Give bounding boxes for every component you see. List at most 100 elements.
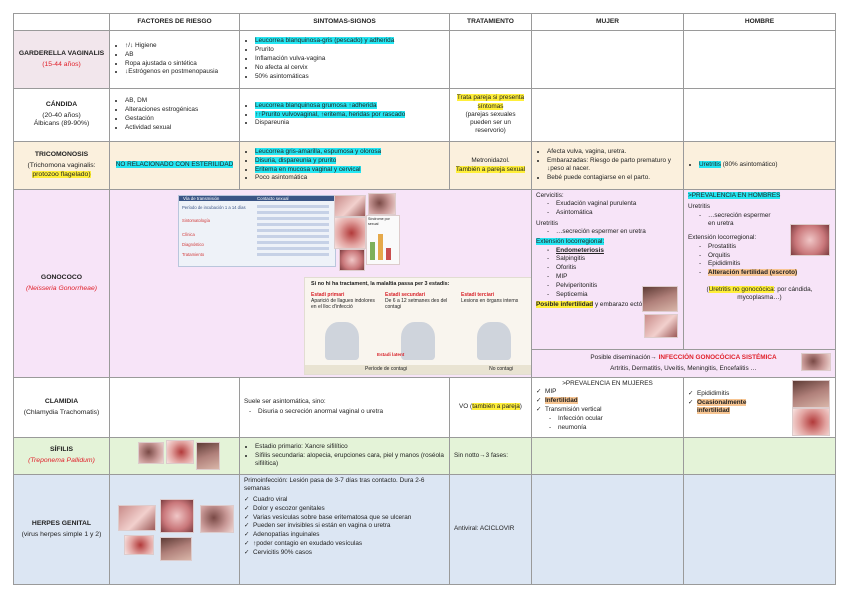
herpes-name-cell: HERPES GENITAL (virus herpes simple 1 y … xyxy=(13,474,110,585)
stage-1-title: Estadi primari xyxy=(311,292,345,298)
highlight-text: Posible infertilidad xyxy=(536,300,594,308)
info-table-row-1: Período de incubación 1 a 14 días xyxy=(182,205,246,210)
gonococo-dissemination-line: Posible diseminación→ INFECCIÓN GONOCÓCI… xyxy=(536,354,831,362)
gonococo-man-urethritis-list: …secreción espermer en uretra xyxy=(688,212,778,229)
list-item: neumonía xyxy=(558,424,679,432)
header-risk-factors: FACTORES DE RIESGO xyxy=(109,13,240,31)
sifilis-woman-cell xyxy=(531,437,684,475)
tricomonas-symptoms-list: Leucorrea gris-amarilla, espumosa y olor… xyxy=(244,147,445,183)
nongono-text: : por cándida, mycoplasma…) xyxy=(737,285,813,302)
list-item: Transmisión vertical xyxy=(545,406,679,414)
gardnerella-man-cell xyxy=(683,30,836,89)
list-item: ↑/↓ Higiene xyxy=(125,42,235,50)
herpes-treatment-cell: Antiviral: ACICLOVIR xyxy=(449,474,532,585)
list-item: AB, DM xyxy=(125,97,235,105)
clamidia-treatment-cell: VO (también a pareja) xyxy=(449,377,532,438)
list-item: ↑↑Prurito vulvovaginal, ↑eritema, herida… xyxy=(255,110,445,119)
list-item: …secreción espermer en uretra xyxy=(556,228,679,236)
header-woman: MUJER xyxy=(531,13,684,31)
gonococo-man-photo xyxy=(790,224,830,256)
tricomonas-risk-cell: NO RELACIONADO CON ESTERILIDAD xyxy=(109,141,240,190)
tricomonas-woman-cell: Afecta vulva, vagina, uretra. Embarazada… xyxy=(531,141,684,190)
list-item: Embarazadas: Riesgo de parto prematuro y… xyxy=(547,157,679,174)
herpes-woman-cell xyxy=(531,474,684,585)
herpes-photo-3 xyxy=(200,505,234,533)
highlight-text: >PREVALENCIA EN HOMBRES xyxy=(688,192,781,199)
highlight-text: Eritema en mucosa vaginal y cervical xyxy=(255,165,361,173)
list-item: Afecta vulva, vagina, uretra. xyxy=(547,148,679,156)
highlight-text: Uretritis xyxy=(699,161,722,169)
tricomonas-species-2: protozoo flagelado) xyxy=(32,170,91,178)
herpes-symptoms-cell: Primoinfección: Lesión pasa de 3-7 días … xyxy=(239,474,450,585)
gonococo-man-urethritis: Uretritis xyxy=(688,203,711,211)
infographic-timeline: Període de contagi No contagi xyxy=(305,365,531,374)
sifilis-man-cell xyxy=(683,437,836,475)
row-gonococo: GONOCOCO (Neisseria Gonorrheae) Vía de t… xyxy=(13,189,836,378)
gonococo-name: GONOCOCO xyxy=(40,273,83,281)
ectopic-text: y embarazo ectópico xyxy=(593,300,654,308)
clamidia-woman-title: >PREVALENCIA EN MUJERES xyxy=(562,380,653,387)
info-table-header-bar xyxy=(179,196,335,201)
highlight-text: Leucorrea gris-amarilla, espumosa y olor… xyxy=(255,147,382,155)
row-herpes: HERPES GENITAL (virus herpes simple 1 y … xyxy=(13,474,836,585)
tricomonas-treatment-1: Metronidazol. xyxy=(471,157,510,165)
highlight-text: Infertilidad xyxy=(545,397,578,405)
gonococo-media-area: Vía de transmisión Contacto sexual Perío… xyxy=(111,191,531,376)
syphilis-stages-infographic: Si no hi ha tractament, la malaltia pass… xyxy=(304,277,531,375)
gonococo-woman-photo-2 xyxy=(644,314,678,338)
list-item: Leucorrea blanquinosa-gris (pescado) y a… xyxy=(255,37,445,45)
gonococo-cervicitis-list: Exudación vaginal purulenta Asintomática xyxy=(536,200,679,217)
candida-risk-list: AB, DM Alteraciones estrogénicas Gestaci… xyxy=(114,97,235,132)
gonococo-woman-urethritis: Uretritis xyxy=(536,219,559,227)
dissemination-lead: Posible diseminación→ xyxy=(590,354,657,362)
timeline-not-contagious: No contagi xyxy=(489,366,513,372)
clamidia-man-list: Epididimitis Ocasionalmente infertilidad xyxy=(688,390,769,416)
info-table-lines xyxy=(257,205,329,259)
list-item: Dolor y escozor genitales xyxy=(253,505,445,513)
gonococo-name-cell: GONOCOCO (Neisseria Gonorrheae) xyxy=(13,189,110,378)
sifilis-symptoms-cell: Estadio primario: Xancre sifilítico Sífi… xyxy=(239,437,450,475)
list-item: Estadio primario: Xancre sifilítico xyxy=(255,443,445,451)
info-table-header-2: Contacto sexual xyxy=(257,196,289,201)
list-item: Varias vesículas sobre base eritematosa … xyxy=(253,514,445,522)
infographic-title: Si no hi ha tractament, la malaltia pass… xyxy=(311,281,450,287)
gardnerella-risk-list: ↑/↓ Higiene AB Ropa ajustada o sintética… xyxy=(114,42,235,77)
clamidia-risk-cell xyxy=(109,377,240,438)
sifilis-treatment-cell: Sin notto→3 fases: xyxy=(449,437,532,475)
sifilis-photo-1 xyxy=(138,442,164,464)
candida-man-cell xyxy=(683,88,836,142)
gonococo-photo-2 xyxy=(368,193,396,215)
tricomonas-risk: NO RELACIONADO CON ESTERILIDAD xyxy=(115,161,234,169)
list-item: Alteraciones estrogénicas xyxy=(125,106,235,114)
clamidia-name-cell: CLAMIDIA (Chlamydia Trachomatis) xyxy=(13,377,110,438)
gonococo-woman-sterility: Posible infertilidad y embarazo ectópico xyxy=(536,300,679,309)
clamidia-woman-cell: >PREVALENCIA EN MUJERES MIP Infertilidad… xyxy=(531,377,684,438)
gardnerella-age: (15-44 años) xyxy=(42,60,81,68)
list-item: Salpingitis xyxy=(556,255,679,263)
list-item: Uretritis (80% asintomático) xyxy=(699,161,831,169)
herpes-photo-5 xyxy=(160,537,192,561)
tricomonas-treatment-cell: Metronidazol. También a pareja sexual xyxy=(449,141,532,190)
tricomonas-woman-list: Afecta vulva, vagina, uretra. Embarazada… xyxy=(536,148,679,183)
infographic-stage-1: Estadi primari Aparició de llagues indol… xyxy=(311,292,375,310)
tricomonas-treatment-2: También a pareja sexual xyxy=(455,165,526,173)
highlight-text: Ocasionalmente infertilidad xyxy=(697,398,747,415)
list-item: Endometeriosis xyxy=(556,247,679,255)
sifilis-name: SÍFILIS xyxy=(49,446,74,454)
candida-symptoms-list: Leucorrea blanquinosa grumosa ↑adherida … xyxy=(244,101,445,128)
herpes-risk-cell xyxy=(109,474,240,585)
gonococo-woman-extension: Extensión locorregional: xyxy=(536,238,679,246)
clamidia-treatment-highlight: también a pareja xyxy=(472,403,520,411)
candida-treatment-note: (parejas sexuales pueden ser un reservor… xyxy=(465,110,516,135)
gardnerella-symptoms-cell: Leucorrea blanquinosa-gris (pescado) y a… xyxy=(239,30,450,89)
candida-age: (20-40 años) xyxy=(42,111,81,119)
herpes-photo-2 xyxy=(160,499,194,533)
gonococo-media-cell: Vía de transmisión Contacto sexual Perío… xyxy=(109,189,532,378)
gonococo-photo-1 xyxy=(334,195,366,217)
dissemination-highlight: INFECCIÓN GONOCÓCICA SISTÉMICA xyxy=(658,354,777,362)
candida-risk-cell: AB, DM Alteraciones estrogénicas Gestaci… xyxy=(109,88,240,142)
list-item: Orquitis xyxy=(708,252,831,260)
herpes-man-cell xyxy=(683,474,836,585)
clamidia-man-photo-2 xyxy=(792,408,830,436)
